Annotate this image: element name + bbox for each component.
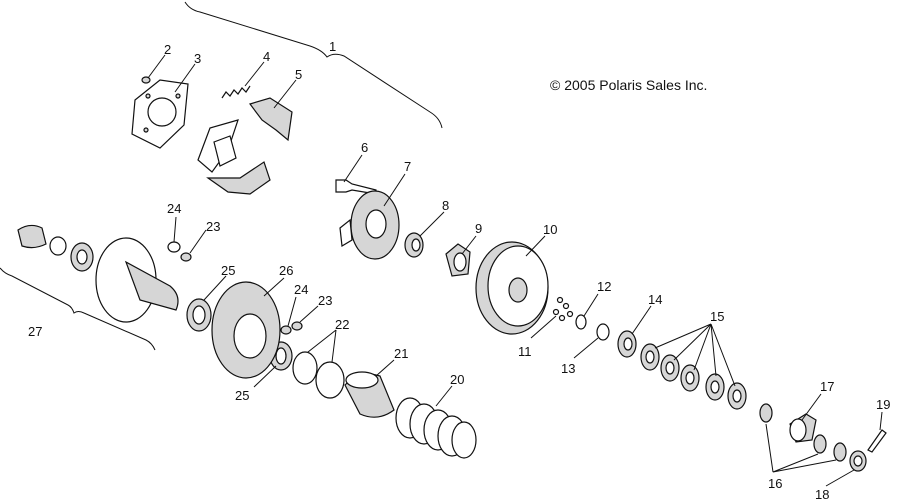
part-23-screws xyxy=(180,252,303,331)
callout-20: 20 xyxy=(450,372,464,387)
part-10-drum xyxy=(475,241,549,335)
leader-20 xyxy=(435,385,453,407)
part-18-nut xyxy=(849,450,867,472)
callout-21: 21 xyxy=(394,346,408,361)
callout-11: 11 xyxy=(518,344,532,359)
part-22-orings xyxy=(292,351,345,399)
leader-2 xyxy=(147,54,166,79)
leader-5 xyxy=(273,79,297,109)
leader-17 xyxy=(801,393,822,421)
part-8-bearing xyxy=(404,232,424,258)
leader-24a xyxy=(173,216,177,243)
callout-9: 9 xyxy=(475,221,482,236)
leader-16 xyxy=(765,423,837,473)
part-13-oring xyxy=(596,323,610,341)
callout-12: 12 xyxy=(597,279,611,294)
leader-11 xyxy=(530,315,557,339)
callout-22: 22 xyxy=(335,317,349,332)
leader-19 xyxy=(879,411,883,431)
callout-27: 27 xyxy=(28,324,42,339)
leader-25b xyxy=(253,365,277,388)
part-27-fixed-sheave xyxy=(17,224,179,323)
part-26-movable-sheave xyxy=(211,281,281,379)
leader-15 xyxy=(654,323,736,387)
part-20-spring xyxy=(395,397,477,459)
callout-23a: 23 xyxy=(206,219,220,234)
part-5-shoes xyxy=(197,97,293,195)
part-15-shims xyxy=(640,343,747,410)
bracket-27 xyxy=(0,267,156,351)
callout-24a: 24 xyxy=(167,201,181,216)
part-12-ring xyxy=(575,314,587,330)
leader-23a xyxy=(189,229,207,254)
part-17-bushing xyxy=(789,413,817,443)
part-2-screw xyxy=(141,76,151,84)
callout-10: 10 xyxy=(543,222,557,237)
leader-10 xyxy=(525,235,546,257)
callout-8: 8 xyxy=(442,198,449,213)
leader-7 xyxy=(383,173,406,207)
leader-4 xyxy=(244,61,265,87)
leader-25a xyxy=(203,275,227,301)
leader-8 xyxy=(419,211,445,237)
copyright-text: © 2005 Polaris Sales Inc. xyxy=(550,77,707,93)
leader-9 xyxy=(461,235,477,255)
leader-26 xyxy=(263,277,285,297)
callout-7: 7 xyxy=(404,159,411,174)
callout-16: 16 xyxy=(768,476,782,491)
leader-6 xyxy=(343,154,363,183)
callout-2: 2 xyxy=(164,42,171,57)
leader-24b xyxy=(287,296,297,327)
leader-21 xyxy=(375,359,395,377)
part-21-sleeve xyxy=(344,371,395,418)
callout-25a: 25 xyxy=(221,263,235,278)
callout-24b: 24 xyxy=(294,282,308,297)
callout-26: 26 xyxy=(279,263,293,278)
part-16-washers xyxy=(759,403,847,462)
callout-1: 1 xyxy=(329,39,336,54)
leader-22 xyxy=(307,329,337,363)
callout-6: 6 xyxy=(361,140,368,155)
callout-17: 17 xyxy=(820,379,834,394)
part-14-washer xyxy=(617,330,637,358)
callout-13: 13 xyxy=(561,361,575,376)
leader-12 xyxy=(583,293,599,317)
callout-19: 19 xyxy=(876,397,890,412)
part-19-pin xyxy=(867,429,887,453)
callout-5: 5 xyxy=(295,67,302,82)
leader-3 xyxy=(174,63,196,93)
callout-18: 18 xyxy=(815,487,829,502)
leader-13 xyxy=(573,337,599,359)
leader-14 xyxy=(631,305,652,335)
part-7-drive-plate xyxy=(339,190,400,260)
callout-4: 4 xyxy=(263,49,270,64)
callout-25b: 25 xyxy=(235,388,249,403)
callout-23b: 23 xyxy=(318,293,332,308)
callout-14: 14 xyxy=(648,292,662,307)
part-4-spring xyxy=(221,85,251,99)
callout-15: 15 xyxy=(710,309,724,324)
bracket-1 xyxy=(184,1,443,129)
callout-3: 3 xyxy=(194,51,201,66)
part-25-bearings xyxy=(186,298,293,371)
part-3-plate xyxy=(131,79,189,149)
leader-18 xyxy=(825,469,855,487)
leader-23b xyxy=(299,305,319,323)
part-11-balls xyxy=(552,296,574,322)
